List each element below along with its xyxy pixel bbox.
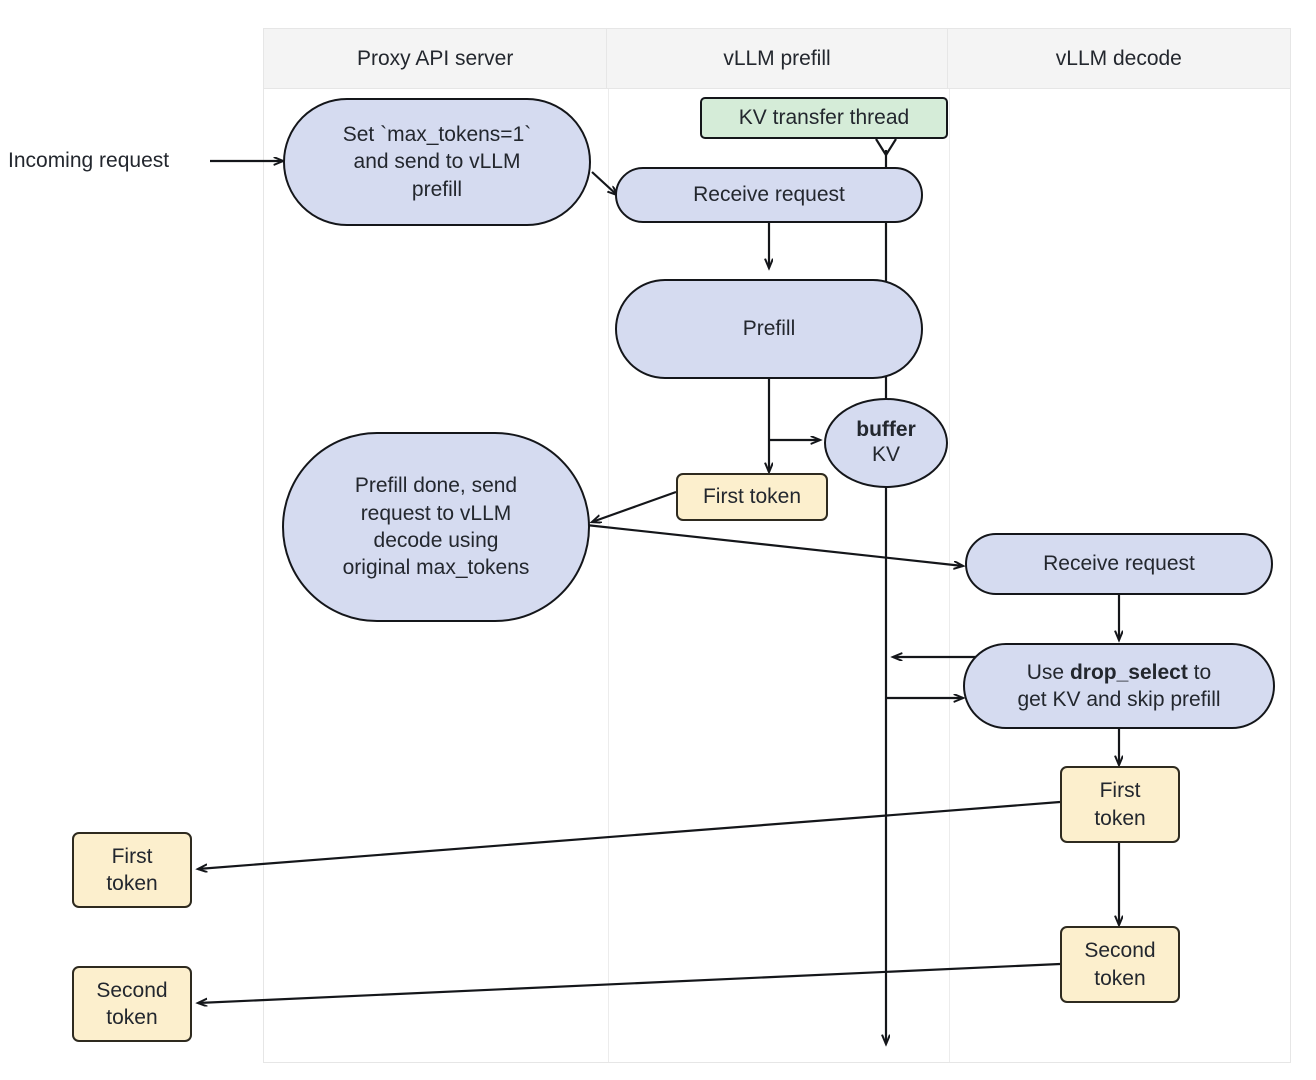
lane-header-decode-label: vLLM decode [1055, 46, 1182, 70]
node-prefill-done-line3: decode using [373, 529, 499, 552]
node-decode-first-token-line1: First [1099, 779, 1141, 803]
node-drop-select-line2: get KV and skip prefill [1017, 688, 1221, 711]
lane-divider-proxy-prefill [608, 89, 609, 1062]
swimlane-header-row: Proxy API server vLLM prefill vLLM decod… [264, 29, 1290, 89]
node-drop-select[interactable]: Use drop_select to get KV and skip prefi… [963, 643, 1275, 729]
node-decode-first-token[interactable]: First token [1060, 766, 1180, 843]
node-prefill-first-token-label: First token [702, 485, 802, 509]
node-prefill-done-line2: request to vLLM [360, 501, 512, 525]
node-prefill-first-token[interactable]: First token [676, 473, 828, 521]
node-set-max-tokens[interactable]: Set `max_tokens=1` and send to vLLM pref… [283, 98, 591, 226]
node-decode-second-token-line2: token [1094, 966, 1146, 990]
node-set-max-tokens-line1: Set `max_tokens=1` [342, 123, 532, 147]
node-drop-select-line1-bold: drop_select [1069, 660, 1188, 684]
node-proxy-first-token-line2: token [106, 872, 158, 895]
node-set-max-tokens-line3: prefill [411, 177, 463, 201]
node-drop-select-line1-post: to [1187, 660, 1212, 684]
node-proxy-second-token[interactable]: Second token [72, 966, 192, 1042]
node-prefill-step[interactable]: Prefill [615, 279, 923, 379]
node-decode-second-token-line1: Second [1084, 939, 1156, 963]
lane-header-proxy-label: Proxy API server [356, 46, 514, 70]
node-prefill-step-label: Prefill [742, 317, 796, 341]
node-decode-first-token-line2: token [1094, 806, 1146, 830]
node-prefill-done-line1: Prefill done, send [354, 474, 518, 498]
lane-header-prefill: vLLM prefill [607, 29, 948, 88]
node-set-max-tokens-line2: and send to vLLM [353, 150, 521, 174]
node-kv-transfer-thread[interactable]: KV transfer thread [700, 97, 948, 139]
node-proxy-second-token-line2: token [106, 1006, 158, 1029]
node-drop-select-line1-pre: Use [1026, 660, 1070, 684]
node-proxy-first-token[interactable]: First token [72, 832, 192, 908]
lane-header-prefill-label: vLLM prefill [723, 46, 831, 70]
node-prefill-receive-request[interactable]: Receive request [615, 167, 923, 223]
node-buffer-kv-line1: buffer [856, 418, 916, 442]
node-decode-receive-request-label: Receive request [1043, 552, 1195, 576]
incoming-request-label: Incoming request [8, 149, 170, 172]
node-kv-transfer-thread-label: KV transfer thread [738, 106, 910, 130]
node-buffer-kv-line2: KV [871, 443, 900, 466]
node-proxy-first-token-line1: First [111, 844, 153, 868]
lane-header-proxy: Proxy API server [264, 29, 608, 88]
lane-header-decode: vLLM decode [948, 29, 1290, 88]
node-prefill-done-line4: original max_tokens [342, 556, 530, 580]
lane-divider-prefill-decode [949, 89, 950, 1062]
node-buffer-kv[interactable]: buffer KV [824, 398, 948, 488]
node-decode-second-token[interactable]: Second token [1060, 926, 1180, 1003]
node-decode-receive-request[interactable]: Receive request [965, 533, 1273, 595]
node-prefill-done[interactable]: Prefill done, send request to vLLM decod… [282, 432, 590, 622]
node-proxy-second-token-line1: Second [96, 978, 168, 1002]
node-prefill-receive-request-label: Receive request [693, 183, 845, 207]
